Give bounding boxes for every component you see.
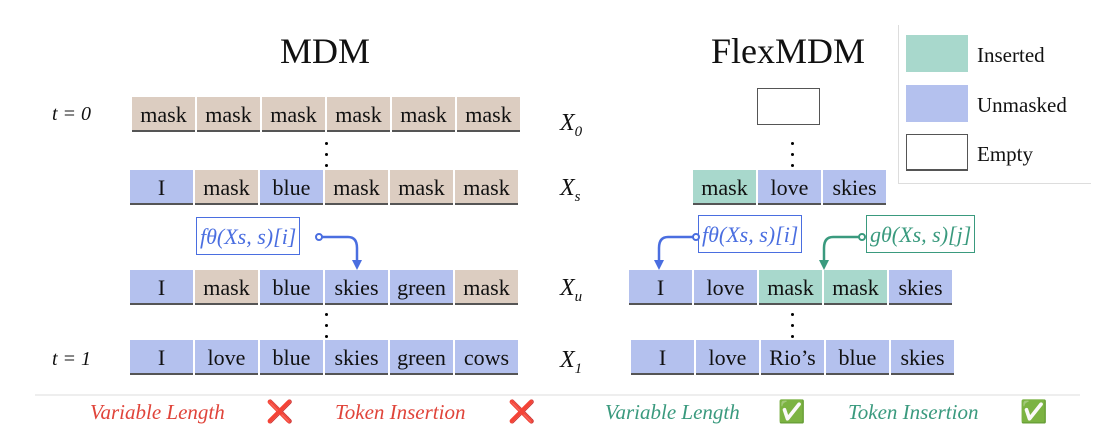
mdm-token: skies [325, 270, 388, 305]
flex-token: mask [693, 170, 756, 205]
flexmdm-title: FlexMDM [710, 31, 866, 71]
mdm-token: blue [260, 170, 323, 205]
mdm-token: mask [390, 170, 453, 205]
check-icon: ✅ [1020, 399, 1048, 424]
legend-empty: Empty [977, 142, 1033, 166]
mdm-token: mask [262, 97, 325, 132]
mdm-variable-length: Variable Length [90, 400, 225, 424]
flex-token: I [631, 340, 694, 375]
mdm-token-insertion: Token Insertion [335, 400, 466, 424]
ellipsis-dots [325, 313, 329, 346]
flex-variable-length: Variable Length [605, 400, 740, 424]
ellipsis-dots [325, 142, 329, 175]
flex-token: blue [826, 340, 889, 375]
mdm-token: I [130, 340, 193, 375]
mdm-token: I [130, 170, 193, 205]
mdm-token: skies [325, 340, 388, 375]
legend-swatch-empty [906, 134, 968, 171]
flex-token: Rio’s [761, 340, 824, 375]
legend-unmasked: Unmasked [977, 93, 1067, 117]
mdm-token: love [195, 340, 258, 375]
mdm-token: cows [455, 340, 518, 375]
flex-token-insertion: Token Insertion [848, 400, 979, 424]
flex-token: mask [759, 270, 822, 305]
mdm-f-formula: fθ(Xs, s)[i] [196, 217, 301, 255]
ellipsis-dots [791, 313, 795, 346]
flex-token: love [694, 270, 757, 305]
state-xs: Xs [560, 175, 581, 205]
mdm-token: mask [392, 97, 455, 132]
flex-token: skies [889, 270, 952, 305]
flex-token: mask [824, 270, 887, 305]
state-x0: X0 [560, 110, 583, 140]
mdm-token: green [390, 340, 453, 375]
mdm-token: mask [197, 97, 260, 132]
flex-token: I [629, 270, 692, 305]
flex-token: love [758, 170, 821, 205]
flex-g-formula: gθ(Xs, s)[j] [866, 215, 976, 253]
legend: Inserted Unmasked Empty [898, 25, 1091, 184]
state-x1: X1 [560, 347, 583, 377]
cross-icon: ❌ [266, 399, 294, 424]
mdm-token: mask [327, 97, 390, 132]
mdm-token: mask [195, 170, 258, 205]
mdm-title: MDM [279, 31, 371, 71]
legend-inserted: Inserted [977, 43, 1045, 67]
flex-token: skies [891, 340, 954, 375]
mdm-token: mask [195, 270, 258, 305]
flex-token: love [696, 340, 759, 375]
mdm-f-arrow [315, 233, 362, 270]
ellipsis-dots [791, 142, 795, 175]
flex-f-formula: fθ(Xs, s)[i] [698, 215, 803, 253]
t0-label: t = 0 [52, 103, 92, 125]
mdm-token: mask [455, 270, 518, 305]
legend-swatch-unmasked [906, 85, 968, 122]
mdm-token: I [130, 270, 193, 305]
state-xu: Xu [560, 275, 583, 305]
flex-token: skies [823, 170, 886, 205]
mdm-token: blue [260, 340, 323, 375]
flex-token [757, 88, 820, 125]
t1-label: t = 1 [52, 348, 92, 370]
mdm-token: mask [457, 97, 520, 132]
mdm-token: mask [455, 170, 518, 205]
legend-swatch-inserted [906, 35, 968, 72]
cross-icon: ❌ [508, 399, 536, 424]
flex-f-arrow [654, 233, 700, 270]
check-icon: ✅ [778, 399, 806, 424]
mdm-token: mask [132, 97, 195, 132]
mdm-token: green [390, 270, 453, 305]
mdm-token: blue [260, 270, 323, 305]
mdm-token: mask [325, 170, 388, 205]
flex-g-arrow [819, 233, 866, 270]
